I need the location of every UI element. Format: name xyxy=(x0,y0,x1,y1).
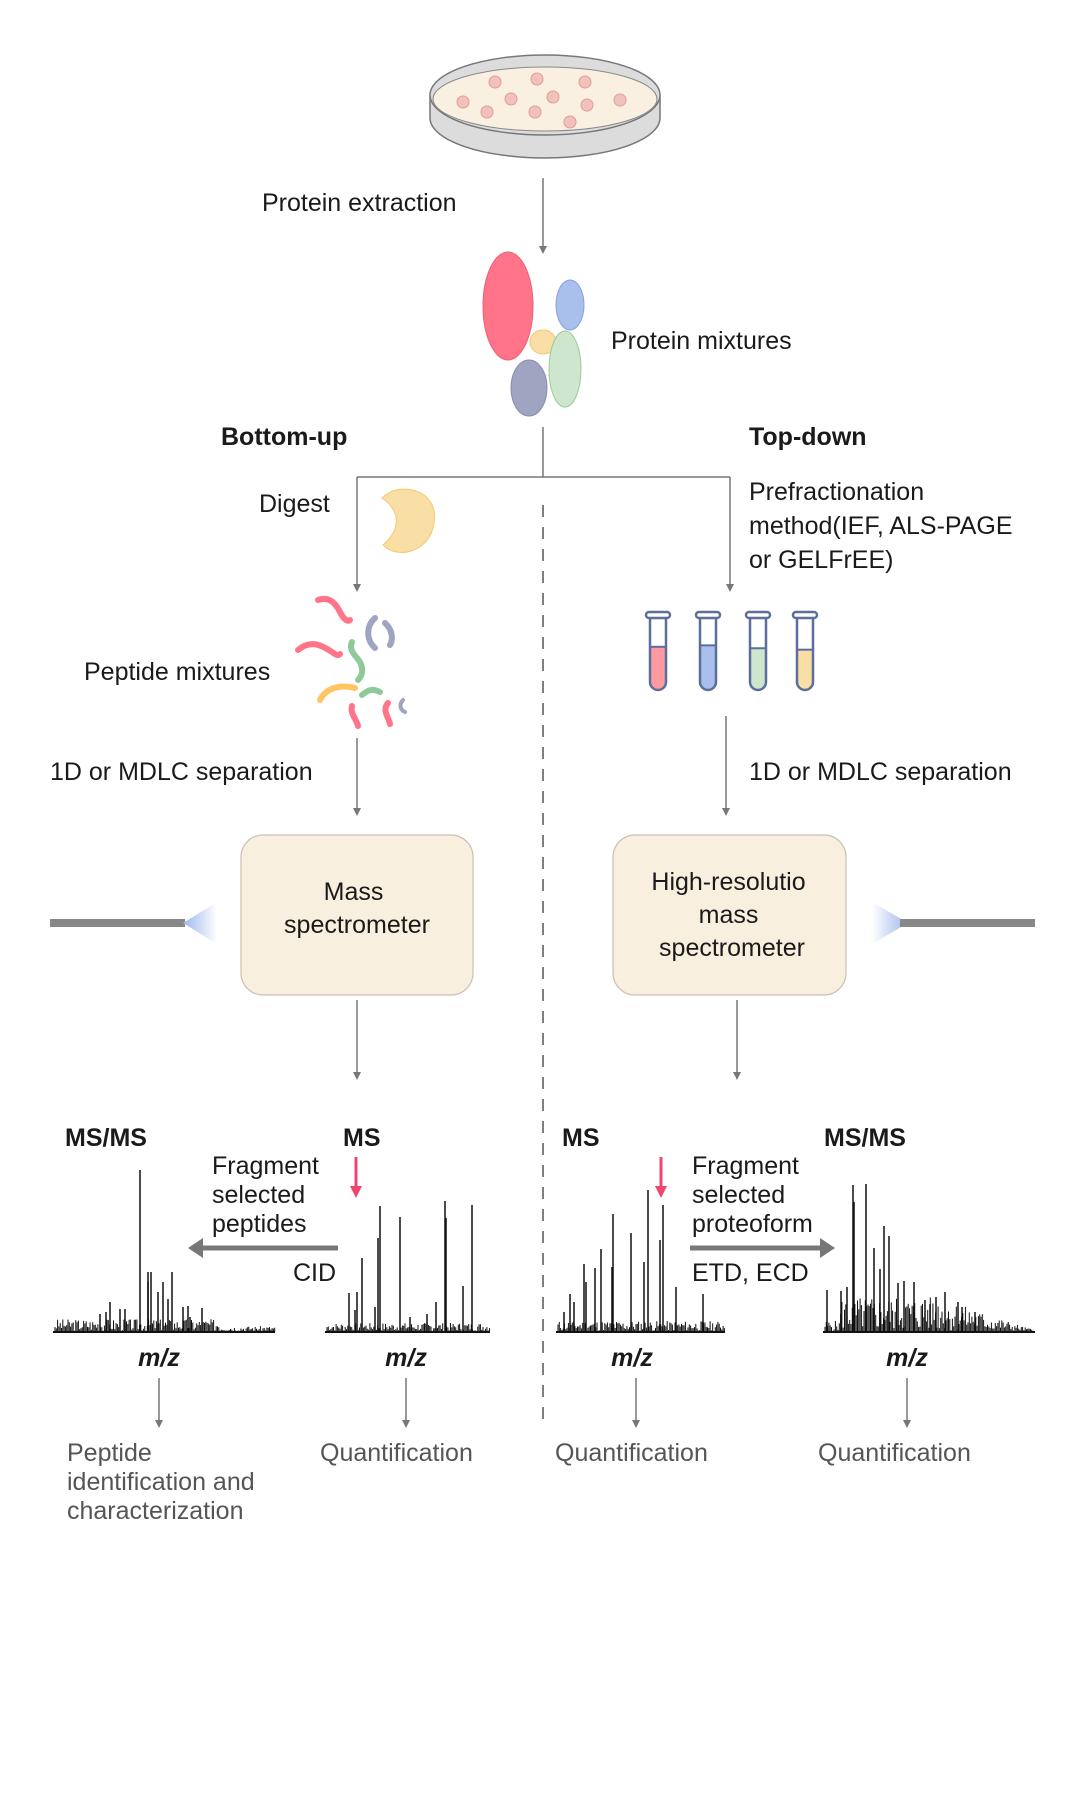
arrow-etd-ecd-head xyxy=(820,1238,835,1258)
top-down-heading: Top-down xyxy=(749,423,867,451)
td-quantification-label-1: Quantification xyxy=(555,1439,708,1467)
nozzle-left-icon xyxy=(183,902,217,944)
protein-mixtures-label: Protein mixtures xyxy=(611,327,792,355)
test-tube-3 xyxy=(744,610,772,692)
td-msms-spectrum xyxy=(823,1184,1035,1333)
selection-arrow-left-head xyxy=(350,1186,362,1198)
peptide-mixtures-label: Peptide mixtures xyxy=(84,658,270,686)
protein-mixture-icon xyxy=(482,251,585,417)
td-fragment-label: Fragment selected proteoform xyxy=(692,1152,813,1238)
petri-dish-icon xyxy=(429,54,661,159)
mz-label-4: m/z xyxy=(886,1344,928,1372)
protein-extraction-label: Protein extraction xyxy=(262,189,457,217)
bu-msms-spectrum xyxy=(53,1170,276,1333)
selection-arrow-right-head xyxy=(655,1186,667,1198)
high-resolution-ms-label: High-resolutio mass spectrometer xyxy=(651,868,812,962)
bu-quantification-label: Quantification xyxy=(320,1439,473,1467)
etd-ecd-label: ETD, ECD xyxy=(692,1259,809,1287)
td-quantification-label-2: Quantification xyxy=(818,1439,971,1467)
high-resolution-ms-box xyxy=(612,834,847,996)
peptide-identification-label: Peptide identification and characterizat… xyxy=(67,1439,262,1525)
cid-label: CID xyxy=(293,1259,336,1287)
mz-label-2: m/z xyxy=(385,1344,427,1372)
nozzle-right-icon xyxy=(872,902,908,944)
bu-fragment-label: Fragment selected peptides xyxy=(212,1152,326,1238)
lc-column-right xyxy=(900,919,1035,927)
td-ms-label: MS xyxy=(562,1124,600,1152)
lc-column-left xyxy=(50,919,185,927)
td-msms-label: MS/MS xyxy=(824,1124,906,1152)
mz-label-1: m/z xyxy=(138,1344,180,1372)
arrow-cid-head xyxy=(188,1238,203,1258)
bottom-up-heading: Bottom-up xyxy=(221,423,347,451)
test-tube-4 xyxy=(791,610,819,692)
peptide-mixture-icon xyxy=(295,596,407,729)
td-ms-spectrum xyxy=(556,1190,725,1333)
enzyme-icon xyxy=(381,488,436,553)
mz-label-3: m/z xyxy=(611,1344,653,1372)
test-tube-2 xyxy=(694,610,722,692)
bu-ms-spectrum xyxy=(325,1201,490,1333)
bu-msms-label: MS/MS xyxy=(65,1124,147,1152)
top-down-separation-label: 1D or MDLC separation xyxy=(749,758,1012,786)
test-tubes-icon xyxy=(644,610,819,692)
bu-ms-label: MS xyxy=(343,1124,381,1152)
prefractionation-label: Prefractionation method(IEF, ALS-PAGE or… xyxy=(749,478,1020,574)
test-tube-1 xyxy=(644,610,672,692)
mass-spectrometer-box xyxy=(240,834,474,996)
mass-spectrometer-label: Mass spectrometer xyxy=(284,878,430,939)
digest-label: Digest xyxy=(259,490,330,518)
bottom-up-separation-label: 1D or MDLC separation xyxy=(50,758,313,786)
